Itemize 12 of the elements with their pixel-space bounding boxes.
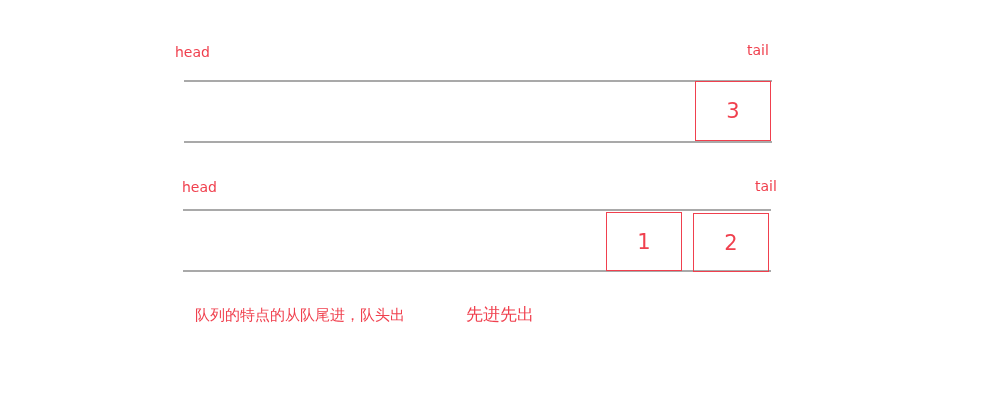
queue-element-box [693,213,769,272]
queue-element-box [695,81,771,141]
tail-label: tail [747,43,769,57]
element-number: 2 [724,230,738,255]
element-number: 3 [726,99,740,123]
element-number: 1 [637,229,651,254]
tail-label: tail [755,179,777,193]
note-text: 先进先出 [466,306,534,323]
note-text: 队列的特点的从队尾进，队头出 [195,308,405,323]
head-label: head [182,180,217,194]
queue-element-box [606,212,682,271]
head-label: head [175,45,210,59]
